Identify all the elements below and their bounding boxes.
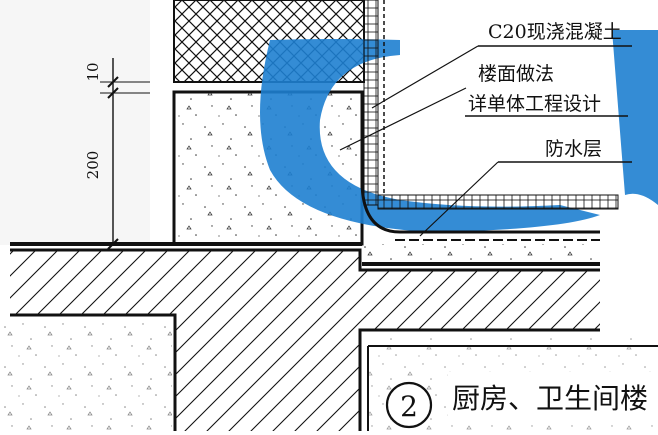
label-waterproof: 防水层 [545, 138, 602, 160]
label-floor-method: 楼面做法 [478, 63, 554, 85]
detail-number-circle [385, 381, 433, 429]
structural-slab [10, 250, 600, 431]
label-floor-detail: 详单体工程设计 [468, 93, 601, 115]
left-wall-background [0, 0, 150, 245]
leader-concrete [371, 45, 479, 109]
dimension-height: 200 [84, 151, 102, 180]
leader-floor [339, 87, 467, 151]
floor-fill-layer [362, 244, 598, 264]
caption-background [448, 372, 658, 422]
leader-waterproof [419, 161, 499, 237]
detail-number: 2 [400, 390, 418, 423]
watermark-edge [612, 30, 658, 205]
dimension-tick-2 [107, 87, 119, 99]
dimension-tick-3 [107, 238, 119, 250]
dimension-tick-1 [107, 76, 119, 88]
detail-caption: 厨房、卫生间楼 [452, 382, 648, 415]
label-concrete: C20现浇混凝土 [488, 21, 622, 43]
wall-tile-strip [363, 0, 379, 206]
lower-left-fill [0, 318, 172, 431]
floor-tile-layer [377, 194, 619, 210]
watermark-shape [260, 39, 600, 232]
slab-outline [10, 248, 600, 431]
waterproof-layer-line [360, 179, 600, 234]
dimension-top-gap: 10 [84, 62, 102, 81]
